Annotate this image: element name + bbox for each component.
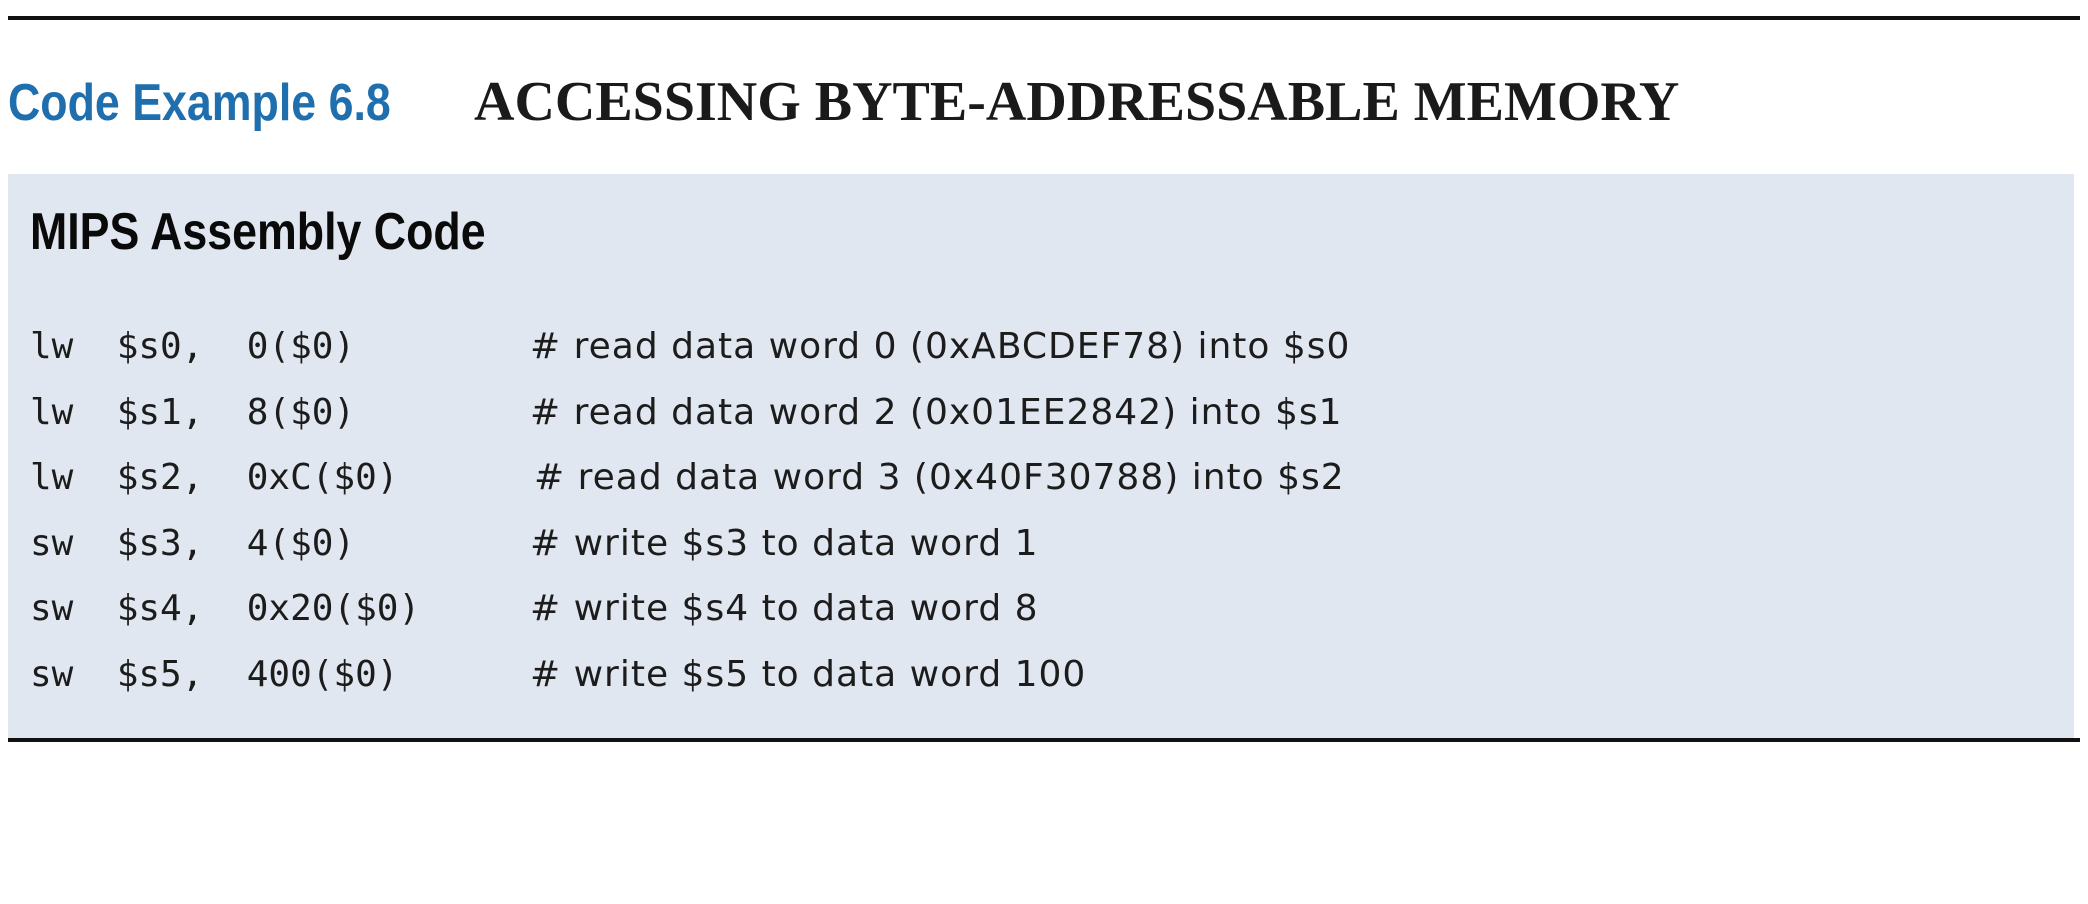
code-instruction: sw $s5, 400($0): [30, 653, 399, 695]
code-comment: # write $s3 to data word 1: [530, 522, 1039, 564]
code-box: MIPS Assembly Code lw $s0, 0($0) # read …: [8, 174, 2074, 740]
code-instruction: lw $s2, 0xC($0): [30, 457, 399, 498]
example-label: Code Example 6.8: [8, 74, 391, 132]
code-comment: # read data word 3 (0x40F30788) into $s2: [534, 457, 1345, 498]
code-line: sw $s4, 0x20($0) # write $s4 to data wor…: [30, 576, 1038, 642]
top-rule: [8, 16, 2080, 20]
code-comment: # read data word 0 (0xABCDEF78) into $s0: [530, 326, 1351, 367]
code-instruction: lw $s1, 8($0): [30, 391, 356, 433]
code-comment: # read data word 2 (0x01EE2842) into $s1: [530, 391, 1343, 433]
code-box-heading: MIPS Assembly Code: [30, 203, 486, 261]
code-line: lw $s1, 8($0) # read data word 2 (0x01EE…: [30, 380, 1342, 446]
example-title-row: Code Example 6.8 ACCESSING BYTE-ADDRESSA…: [8, 70, 1679, 140]
code-line: lw $s0, 0($0) # read data word 0 (0xABCD…: [30, 314, 1349, 380]
code-comment: # write $s5 to data word 100: [530, 653, 1087, 695]
code-line: sw $s5, 400($0) # write $s5 to data word…: [30, 642, 1085, 708]
example-title: ACCESSING BYTE-ADDRESSABLE MEMORY: [474, 71, 1680, 133]
bottom-rule: [8, 738, 2080, 742]
code-instruction: sw $s3, 4($0): [30, 522, 356, 564]
code-listing: lw $s0, 0($0) # read data word 0 (0xABCD…: [30, 314, 1349, 708]
code-instruction: sw $s4, 0x20($0): [30, 588, 421, 629]
code-instruction: lw $s0, 0($0): [30, 326, 356, 367]
code-comment: # write $s4 to data word 8: [530, 588, 1039, 629]
code-line: sw $s3, 4($0) # write $s3 to data word 1: [30, 511, 1038, 577]
code-line: lw $s2, 0xC($0) # read data word 3 (0x40…: [30, 445, 1344, 511]
